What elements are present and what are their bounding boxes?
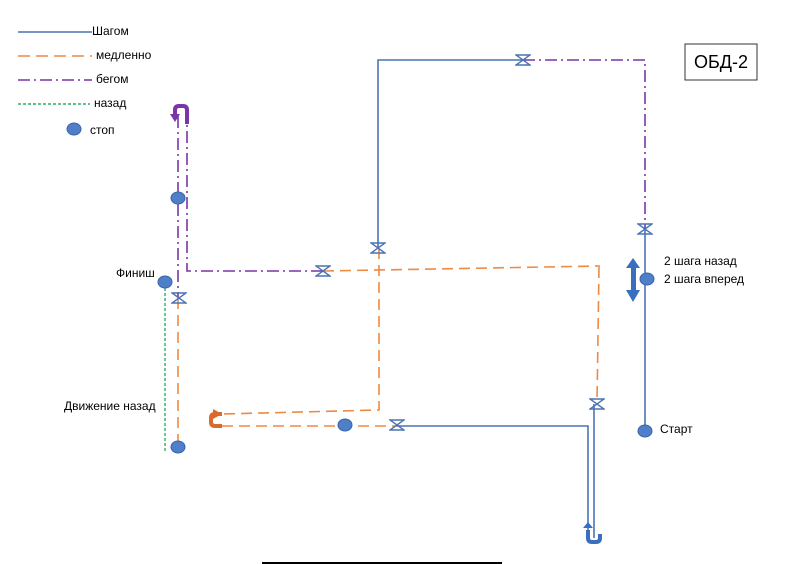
legend-back-label: назад <box>94 96 126 110</box>
bowtie-markers <box>171 54 653 431</box>
stop-dot <box>170 191 186 205</box>
legend-walk-label: Шагом <box>92 24 129 38</box>
double-arrow-icon <box>626 258 640 302</box>
walk-path-top <box>377 59 523 248</box>
u-turn-orange-icon <box>209 409 222 428</box>
badge: ОБД-2 <box>684 43 758 81</box>
walk-path-bottom <box>397 425 589 538</box>
legend: Шагом медленно бегом назад стоп <box>18 24 152 137</box>
label-back-move: Движение назад <box>64 399 156 413</box>
bowtie-marker <box>389 419 405 431</box>
label-start: Старт <box>660 422 693 436</box>
legend-stop-label: стоп <box>90 123 115 137</box>
badge-text: ОБД-2 <box>694 52 748 72</box>
walk-paths <box>377 59 646 538</box>
run-path-middle <box>186 122 323 272</box>
stop-dot <box>639 272 655 286</box>
stop-dot <box>170 440 186 454</box>
slow-paths <box>177 248 601 445</box>
legend-slow-label: медленно <box>96 48 152 62</box>
bowtie-marker <box>171 292 187 304</box>
stop-dot <box>337 418 353 432</box>
stop-dot-finish <box>157 275 173 289</box>
legend-run-label: бегом <box>96 72 128 86</box>
bowtie-marker <box>589 398 605 410</box>
label-steps-back: 2 шага назад <box>664 254 737 268</box>
u-turn-purple-icon <box>170 104 189 124</box>
u-turn-blue-icon <box>583 522 602 544</box>
run-path-top <box>523 59 646 230</box>
legend-stop-dot <box>66 122 82 136</box>
label-steps-forward: 2 шага вперед <box>664 272 744 286</box>
label-finish: Финиш <box>116 266 155 280</box>
slow-path-horizontal <box>322 265 601 272</box>
run-paths <box>177 59 646 298</box>
slow-path-right-down <box>596 266 600 405</box>
stop-dot-start <box>637 424 653 438</box>
slow-path-center-down <box>221 248 380 415</box>
stop-dots <box>157 191 655 454</box>
badge-box <box>684 43 758 81</box>
